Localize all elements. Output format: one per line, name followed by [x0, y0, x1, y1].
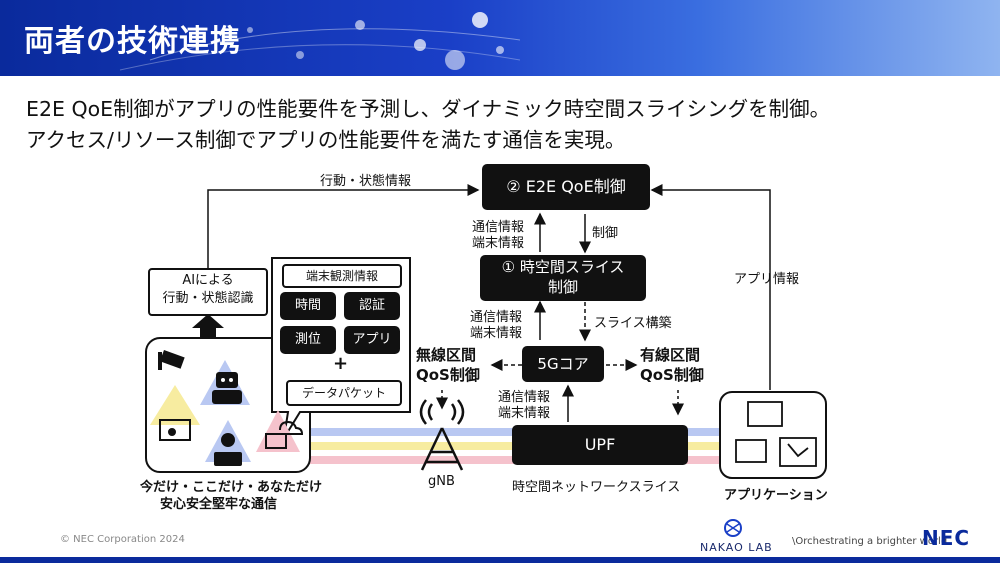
label-wireless-1: 無線区間	[416, 346, 477, 364]
tagline: \Orchestrating a brighter world	[792, 536, 948, 547]
plus-sign: +	[333, 353, 349, 374]
terminal-info-title: 端末観測情報	[282, 264, 402, 288]
label-comm-3: 通信情報	[498, 390, 551, 405]
ai-recognition-box: AIによる 行動・状態認識	[148, 268, 268, 316]
ai-line2: 行動・状態認識	[162, 291, 254, 306]
label-term-3: 端末情報	[498, 406, 551, 421]
header-bar: 両者の技術連携	[0, 0, 1000, 76]
label-wired-2: QoS制御	[640, 366, 704, 384]
label-term-2: 端末情報	[470, 326, 523, 341]
footer-bar	[0, 557, 1000, 563]
lab-logo-text: NAKAO LAB	[700, 541, 773, 554]
label-gnb: gNB	[428, 474, 455, 489]
label-comm-2: 通信情報	[470, 310, 523, 325]
tile-positioning: 測位	[280, 326, 336, 354]
label-wireless-2: QoS制御	[416, 366, 480, 384]
caption-line-1: 今だけ・ここだけ・あなただけ	[140, 480, 323, 495]
data-packet-box: データパケット	[286, 380, 402, 406]
label-comm-1: 通信情報	[472, 220, 525, 235]
laptop-user-icon	[214, 433, 242, 466]
e2e-qoe-box: ② E2E QoE制御	[482, 164, 650, 210]
camera-icon	[158, 350, 185, 370]
application-frame	[719, 391, 827, 479]
application-icons	[735, 401, 817, 467]
upf-box: UPF	[512, 425, 688, 465]
label-application: アプリケーション	[724, 488, 828, 503]
slice-control-box: ① 時空間スライス 制御	[480, 255, 646, 301]
tile-auth: 認証	[344, 292, 400, 320]
label-wired-1: 有線区間	[640, 346, 701, 364]
label-app-info: アプリ情報	[734, 272, 800, 287]
label-slice-build: スライス構築	[594, 316, 672, 331]
ai-line1: AIによる	[182, 273, 234, 288]
slice-stripe-yellow	[300, 442, 720, 450]
slice-control-line2: 制御	[547, 278, 578, 296]
label-term-1: 端末情報	[472, 236, 525, 251]
slice-stripe-blue	[300, 428, 720, 436]
decorative-dots	[119, 12, 520, 71]
lead-line-1: E2E QoE制御がアプリの性能要件を予測し、ダイナミック時空間スライシングを制…	[26, 97, 831, 121]
lead-line-2: アクセス/リソース制御でアプリの性能要件を満たす通信を実現。	[26, 128, 626, 152]
copyright: © NEC Corporation 2024	[60, 534, 185, 545]
presentation-icon	[159, 419, 191, 441]
tile-time: 時間	[280, 292, 336, 320]
caption-line-2: 安心安全堅牢な通信	[160, 497, 278, 512]
label-behavior: 行動・状態情報	[320, 174, 412, 189]
page-title: 両者の技術連携	[24, 24, 241, 59]
core-box: 5Gコア	[522, 346, 604, 382]
nec-logo: NEC	[922, 526, 971, 550]
gnb-tower-icon	[419, 399, 465, 471]
tile-app: アプリ	[344, 326, 400, 354]
cloud-device-icon	[265, 420, 304, 449]
label-network-slice: 時空間ネットワークスライス	[512, 480, 681, 495]
slice-control-line1: ① 時空間スライス	[501, 258, 625, 276]
slice-stripe-pink	[300, 456, 720, 464]
label-control: 制御	[592, 226, 619, 241]
robot-icon	[212, 372, 242, 404]
